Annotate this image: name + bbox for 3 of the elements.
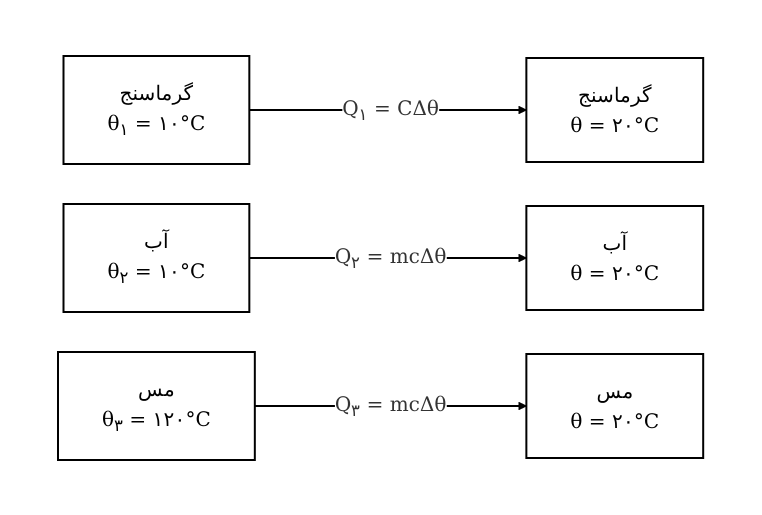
- node-box: مس θ = ۲۰°C: [526, 352, 705, 458]
- node-box: آب θ = ۲۰°C: [526, 204, 705, 310]
- node-box: گرماسنج θ = ۲۰°C: [526, 56, 705, 162]
